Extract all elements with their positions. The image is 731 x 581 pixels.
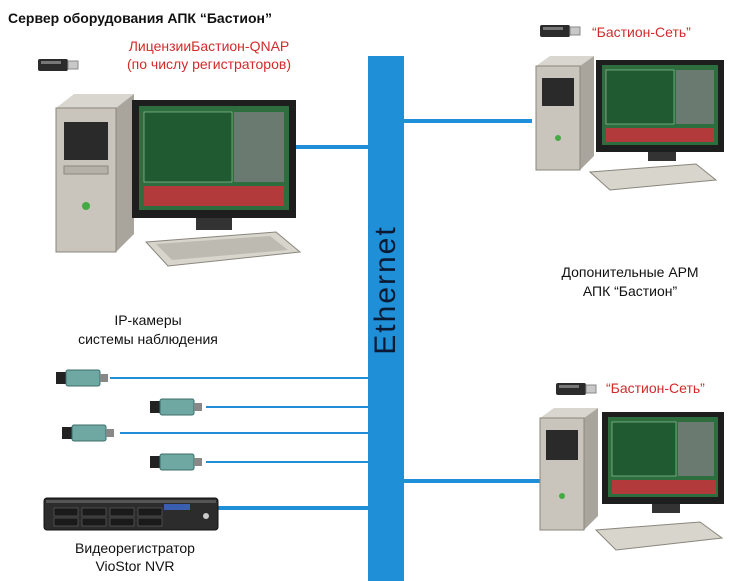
server-license-line1: ЛицензииБастион-QNAP <box>128 38 290 54</box>
server-link <box>296 145 368 149</box>
ip-camera-icon <box>150 453 202 471</box>
workstation-computer-icon <box>539 408 724 551</box>
nvr-link <box>218 506 368 510</box>
bottom-workstation-link <box>404 479 542 483</box>
ethernet-bus <box>368 56 404 581</box>
nvr-device-icon <box>43 497 219 531</box>
usb-key-icon <box>38 59 79 71</box>
cameras-label-line2: системы наблюдения <box>78 331 218 347</box>
camera-1-cable <box>110 377 368 379</box>
nvr-label-line2: VioStor NVR <box>95 558 175 574</box>
ip-camera-icon <box>56 369 108 387</box>
ip-camera-icon <box>150 398 202 416</box>
top-workstation-key-label: “Бастион-Сеть” <box>592 24 691 40</box>
ip-camera-icon <box>62 424 114 442</box>
usb-key-icon <box>556 383 597 395</box>
diagram-title: Сервер оборудования АПК “Бастион” <box>8 10 272 26</box>
camera-4-cable <box>206 461 368 463</box>
usb-key-icon <box>540 25 581 37</box>
bottom-workstation-key-label: “Бастион-Сеть” <box>606 380 705 396</box>
workstations-caption-line1: Допонительные АРМ <box>561 264 699 280</box>
ethernet-label: Ethernet <box>369 225 402 355</box>
server-computer-icon <box>55 94 302 267</box>
workstations-caption-line2: АПК “Бастион” <box>582 283 678 299</box>
camera-3-cable <box>120 432 368 434</box>
top-workstation-link <box>404 119 532 123</box>
nvr-label-line1: Видеорегистратор <box>75 540 195 556</box>
camera-2-cable <box>206 406 368 408</box>
server-license-line2: (по числу регистраторов) <box>127 56 291 72</box>
cameras-label-line1: IP-камеры <box>114 312 182 328</box>
workstation-computer-icon <box>535 56 724 191</box>
